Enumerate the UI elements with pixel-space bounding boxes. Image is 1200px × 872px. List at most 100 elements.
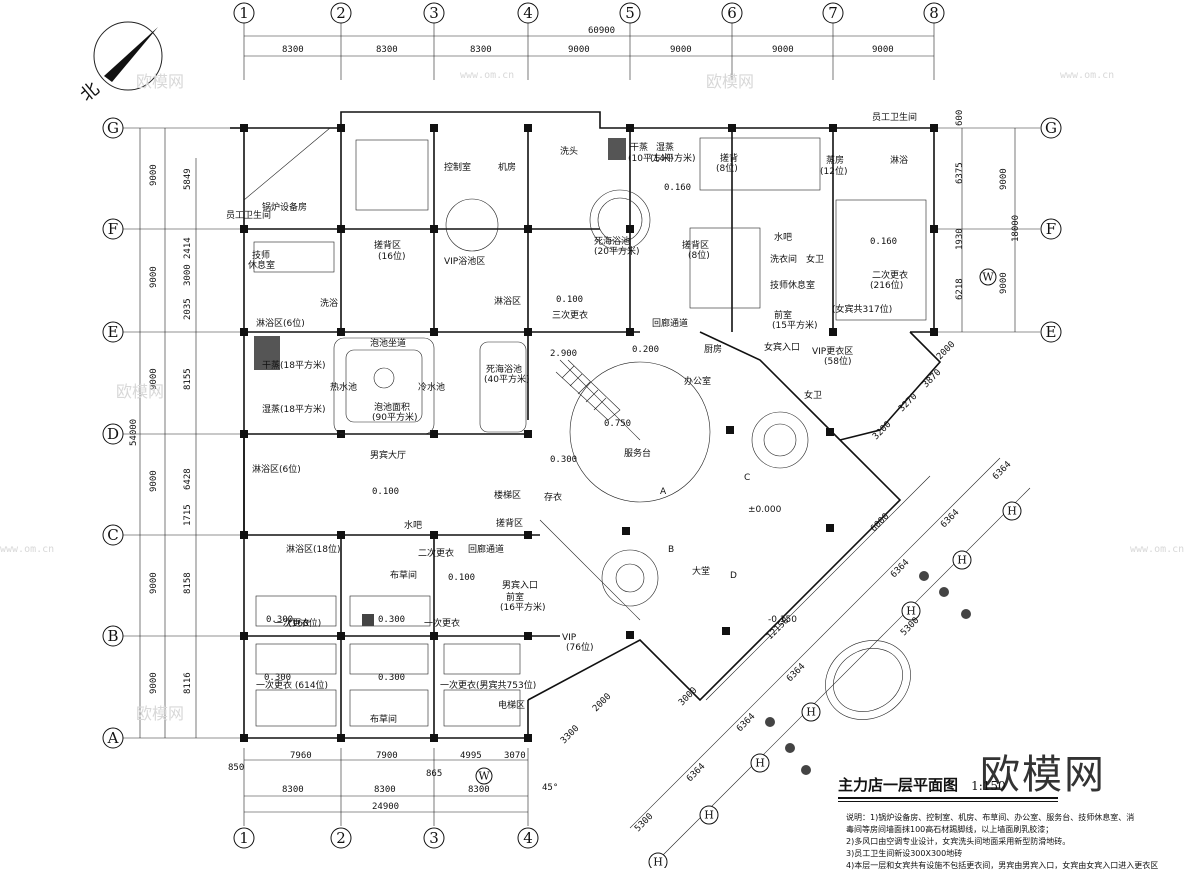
svg-text:7960: 7960: [290, 751, 312, 761]
svg-text:死海浴池: 死海浴池: [486, 363, 522, 375]
svg-text:3870: 3870: [921, 368, 943, 390]
svg-text:5300: 5300: [633, 812, 655, 834]
svg-text:控制室: 控制室: [444, 161, 471, 173]
svg-text:1: 1: [239, 829, 249, 847]
svg-text:9000: 9000: [149, 572, 159, 594]
svg-text:4: 4: [523, 4, 533, 22]
svg-text:H: H: [1007, 505, 1017, 518]
svg-text:一次更衣 (614位): 一次更衣 (614位): [256, 679, 328, 691]
svg-text:大堂: 大堂: [692, 565, 710, 577]
svg-text:淋浴区(6位): 淋浴区(6位): [256, 317, 305, 329]
svg-text:女宾入口: 女宾入口: [764, 341, 800, 353]
structural-columns: [240, 124, 938, 742]
svg-text:9000: 9000: [772, 45, 794, 55]
design-notes: 说明：1)锅炉设备房、控制室、机房、布草间、办公室、服务台、技师休息室、消 毒间…: [846, 812, 1196, 872]
svg-text:0.300: 0.300: [264, 673, 291, 683]
top-grid-bubbles: 1 2 3 4 5 6 7 8: [233, 2, 945, 24]
svg-text:6364: 6364: [939, 508, 961, 530]
svg-text:(216位): (216位): [870, 279, 903, 291]
svg-text:(20平方米): (20平方米): [594, 245, 639, 257]
svg-text:9000: 9000: [872, 45, 894, 55]
svg-text:24900: 24900: [372, 802, 399, 812]
grid-bubble-left-C: C: [102, 524, 124, 546]
svg-text:楼梯区: 楼梯区: [494, 489, 521, 501]
grid-bubble-left-A: A: [102, 727, 124, 749]
svg-text:8300: 8300: [282, 45, 304, 55]
svg-text:1930: 1930: [955, 228, 965, 250]
top-total-dim: 60900: [588, 26, 615, 36]
grid-bubble-bottom-4: 4: [517, 827, 539, 849]
left-dims: 54000 9000 9000 9000 9000 9000 9000 5849…: [129, 164, 193, 694]
svg-text:前室: 前室: [506, 591, 524, 603]
svg-text:18000: 18000: [1011, 215, 1021, 242]
svg-text:9000: 9000: [149, 672, 159, 694]
grid-bubble-left-E: E: [102, 321, 124, 343]
svg-text:搓背: 搓背: [720, 152, 738, 164]
watermark-text: 欧模网: [136, 704, 185, 723]
note-line: 说明：1)锅炉设备房、控制室、机房、布草间、办公室、服务台、技师休息室、消: [846, 813, 1135, 822]
right-grid-bubbles: G F E W: [979, 117, 1062, 343]
svg-text:水吧: 水吧: [404, 519, 422, 531]
svg-text:二次更衣: 二次更衣: [418, 547, 454, 559]
svg-text:淋浴: 淋浴: [890, 154, 908, 166]
svg-text:干蒸: 干蒸: [630, 141, 648, 153]
dark-rooms: [254, 138, 626, 626]
grid-bubble-top-2: 2: [330, 2, 352, 24]
svg-text:洗头: 洗头: [560, 145, 578, 157]
svg-text:B: B: [668, 545, 674, 555]
svg-text:(90平方米): (90平方米): [372, 411, 417, 423]
svg-text:2.900: 2.900: [550, 349, 577, 359]
svg-text:8300: 8300: [470, 45, 492, 55]
svg-text:6375: 6375: [955, 162, 965, 184]
svg-text:9000: 9000: [999, 168, 1009, 190]
grid-bubble-diag-1: H: [1002, 501, 1022, 521]
svg-text:9000: 9000: [999, 272, 1009, 294]
svg-text:0.300: 0.300: [266, 615, 293, 625]
svg-text:W: W: [478, 770, 490, 783]
building-walls: [230, 111, 1031, 859]
svg-text:6218: 6218: [955, 278, 965, 300]
svg-text:(58位): (58位): [824, 355, 851, 367]
svg-text:6428: 6428: [183, 468, 193, 490]
svg-text:9000: 9000: [670, 45, 692, 55]
svg-text:厨房: 厨房: [704, 343, 722, 355]
svg-text:电梯区: 电梯区: [498, 699, 525, 711]
watermark-url: www.om.cn: [460, 70, 515, 81]
svg-text:865: 865: [426, 769, 442, 779]
svg-text:(16平方米): (16平方米): [500, 601, 545, 613]
svg-text:H: H: [704, 809, 714, 822]
svg-text:1715: 1715: [183, 504, 193, 526]
svg-text:泡池面积: 泡池面积: [374, 401, 410, 413]
watermark-logo: 欧模网: [980, 752, 1106, 798]
bottom-dims: 850 7960 7900 865 4995 3070 8300 8300 83…: [228, 751, 558, 812]
right-dimension-chain: [934, 127, 1040, 333]
svg-text:0.100: 0.100: [556, 295, 583, 305]
grid-bubble-top-6: 6: [721, 2, 743, 24]
svg-text:搓背区: 搓背区: [374, 239, 401, 251]
svg-text:3070: 3070: [504, 751, 526, 761]
grid-bubble-top-3: 3: [423, 2, 445, 24]
svg-text:热水池: 热水池: [330, 381, 357, 393]
grid-bubble-diag-3: H: [901, 601, 921, 621]
planting-stars: [765, 571, 971, 775]
svg-text:湿蒸: 湿蒸: [656, 141, 674, 153]
drawing-title-text: 主力店一层平面图: [838, 776, 959, 794]
watermark-url: www.om.cn: [1130, 544, 1185, 555]
grid-bubble-bottom-1: 1: [233, 827, 255, 849]
grid-bubble-right-E: E: [1040, 321, 1062, 343]
svg-text:回廊通道: 回廊通道: [652, 317, 688, 329]
svg-text:9000: 9000: [149, 368, 159, 390]
svg-text:女卫: 女卫: [806, 253, 824, 265]
grid-bubble-top-7: 7: [822, 2, 844, 24]
svg-text:员工卫生间: 员工卫生间: [226, 209, 271, 221]
grid-bubble-top-1: 1: [233, 2, 255, 24]
grid-bubble-w-right: W: [979, 268, 997, 286]
grid-bubble-diag-6: H: [699, 805, 719, 825]
svg-text:9000: 9000: [568, 45, 590, 55]
diagonal-grid-bubbles: H H H H H H H: [648, 501, 1022, 868]
svg-text:(168位): (168位): [288, 617, 321, 629]
svg-text:一次更衣: 一次更衣: [274, 617, 310, 629]
svg-text:冷水池: 冷水池: [418, 381, 445, 393]
svg-text:2: 2: [336, 4, 346, 22]
svg-text:0.160: 0.160: [870, 237, 897, 247]
